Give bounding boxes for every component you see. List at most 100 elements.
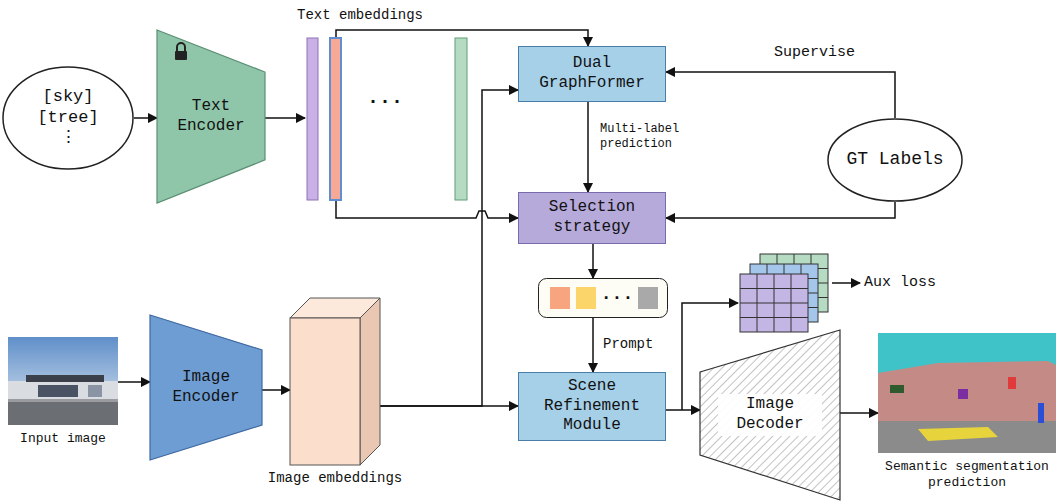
class-list-ellipse-part: [3, 67, 133, 169]
node-label: [tree]: [37, 108, 98, 129]
text-encoder: Text Encoder: [157, 30, 265, 203]
image-encoder: Image Encoder: [150, 315, 262, 460]
class-list-ellipse: [sky][tree]⋮: [2, 66, 134, 170]
process-box: Dual GraphFormer: [518, 46, 666, 102]
text-area: Selection strategy: [518, 192, 666, 244]
text-embeddings-part: [330, 38, 341, 200]
process-box: Selection strategy: [518, 192, 666, 244]
node-label: Selection strategy: [526, 198, 658, 237]
process-box: Scene Refinement Module: [518, 372, 666, 441]
node-label: Text embeddings: [297, 7, 423, 24]
arrow-connector: [666, 202, 895, 218]
text-embeddings: Text embeddings...: [305, 38, 470, 200]
text-encoder-part: [157, 30, 265, 203]
edge-label: Prompt: [601, 336, 655, 353]
process-box-part: [519, 373, 666, 441]
text-area: [290, 298, 380, 465]
arrow-connector: [666, 409, 700, 411]
node-label: Image Decoder: [718, 394, 822, 435]
arrow-connector: [380, 90, 518, 406]
input-photo-part: [88, 385, 102, 397]
text-encoder-part: [175, 51, 187, 60]
node-label: Input image: [8, 431, 118, 447]
arrow-connector: [592, 318, 594, 372]
segmentation-output-part: [918, 427, 998, 441]
arrow-connector: [265, 117, 305, 119]
prompt-tokens-part: [539, 279, 668, 318]
arrow-connector: [336, 200, 518, 218]
text-area: [305, 38, 470, 200]
embedding-cube-part: [290, 318, 360, 465]
input-photo-part: [8, 399, 118, 402]
node-label: Text Encoder: [171, 97, 251, 136]
process-box-part: [519, 47, 666, 102]
segmentation-output-part: [878, 421, 1056, 453]
node-label: Image Encoder: [164, 368, 248, 407]
input-photo-outline: [8, 337, 118, 425]
segmentation-output-part: [878, 333, 1056, 453]
text-area: [sky][tree]⋮: [2, 66, 134, 170]
feature-map-grid: [740, 274, 808, 332]
segmentation-output-part: [1038, 403, 1044, 423]
process-box-part: [519, 193, 666, 244]
aux-loss-arrow: [832, 283, 860, 284]
input-photo-part: [38, 385, 78, 397]
arrow-connector: [118, 381, 150, 383]
arrow-connector: [666, 72, 895, 118]
text-area: [8, 337, 118, 425]
input-photo: Input image: [8, 337, 118, 425]
feature-map-grid: [740, 254, 828, 332]
edge-label: Supervise: [772, 44, 857, 62]
input-photo-part: [8, 337, 118, 425]
text-area: [878, 333, 1056, 453]
node-label: ...: [350, 86, 420, 110]
prompt-tokens: ...: [538, 278, 668, 318]
embedding-cube-outline: [290, 298, 380, 465]
note-label: Aux loss: [864, 274, 936, 292]
text-area: Text Encoder: [157, 30, 265, 203]
node-label: Image embeddings: [260, 470, 410, 487]
text-area: Scene Refinement Module: [518, 372, 666, 441]
prompt-tokens-part: [638, 287, 658, 309]
edge-label: Multi-label prediction: [598, 122, 714, 151]
text-embeddings-outline: [305, 38, 470, 200]
arrow-connector: [592, 244, 594, 278]
arrow-connector: [840, 412, 878, 414]
node-label: ...: [599, 284, 635, 306]
text-embeddings-part: [455, 38, 467, 200]
arrow-connector: [587, 102, 589, 192]
image-encoder-part: [150, 315, 262, 460]
image-decoder: Image Decoder: [700, 330, 840, 500]
segmentation-output-part: [878, 361, 1056, 425]
text-area: GT Labels: [827, 118, 963, 202]
gt-labels-ellipse: GT Labels: [827, 118, 963, 202]
segmentation-output-outline: [878, 333, 1056, 453]
text-encoder-part: [177, 43, 185, 51]
embedding-cube-part: [360, 298, 380, 465]
node-label: Semantic segmentation prediction: [878, 459, 1056, 491]
gt-labels-ellipse-part: [828, 119, 962, 201]
input-photo-part: [8, 401, 118, 425]
input-photo-part: [26, 375, 104, 382]
arrow-connector: [134, 117, 157, 119]
segmentation-output: Semantic segmentation prediction: [878, 333, 1056, 453]
feature-map-grid: [740, 274, 808, 332]
text-area: Image Decoder: [700, 330, 840, 500]
input-photo-part: [8, 381, 118, 401]
image-decoder-part: [700, 330, 840, 500]
text-area: Dual GraphFormer: [518, 46, 666, 102]
segmentation-output-part: [890, 385, 904, 393]
node-label: ⋮: [60, 128, 77, 149]
aux-loss-arrow: [832, 282, 860, 284]
node-label: Scene Refinement Module: [526, 377, 658, 436]
node-label: GT Labels: [846, 149, 943, 171]
prompt-tokens-part: [576, 287, 596, 309]
segmentation-output-part: [1008, 377, 1016, 389]
text-embeddings-part: [307, 38, 318, 200]
embedding-cube: Image embeddings: [290, 298, 380, 465]
text-area: Image Encoder: [150, 315, 262, 460]
node-label: Dual GraphFormer: [526, 54, 658, 93]
segmentation-output-part: [958, 389, 968, 399]
prompt-tokens-part: [550, 287, 570, 309]
arrow-connector: [262, 389, 290, 391]
